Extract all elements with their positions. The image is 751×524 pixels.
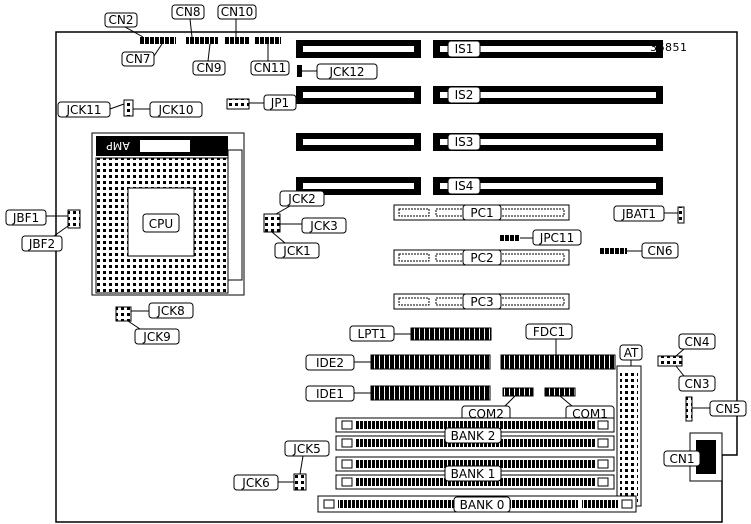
jck1-label: JCK1 — [282, 244, 310, 258]
ide1-connector: IDE1 — [305, 385, 491, 402]
cn10-label: CN10 — [221, 5, 254, 19]
at-label: AT — [624, 346, 639, 360]
jck9-label: JCK9 — [142, 330, 170, 344]
drawing-reference-number: 36851 — [650, 41, 688, 54]
jck6-label: JCK6 — [241, 476, 269, 490]
cn8-label: CN8 — [176, 5, 201, 19]
isa-slot-label: IS3 — [455, 135, 474, 149]
cn2-label: CN2 — [109, 13, 134, 27]
cn5-label: CN5 — [716, 402, 741, 416]
jck10-label: JCK10 — [157, 103, 193, 117]
cpu-label: CPU — [149, 217, 173, 231]
cn5-connector: CN5 — [685, 396, 747, 422]
cn6-connector: CN6 — [599, 242, 679, 259]
memory-bank-0: BANK 0 — [317, 495, 637, 513]
isa-slot-2: IS2 — [296, 86, 663, 104]
jbat1-jumper: JBAT1 — [613, 205, 685, 224]
jck2-label: JCK2 — [287, 192, 315, 206]
jck11-label: JCK11 — [65, 103, 101, 117]
cpu-socket: AMP CPU — [91, 132, 245, 296]
bank-1-label: BANK 1 — [451, 467, 496, 481]
isa-slots: IS1 IS2 IS3 IS4 — [296, 40, 663, 195]
jp1-label: JP1 — [270, 96, 289, 110]
jpc11-jumper: JPC11 — [500, 229, 582, 246]
cn2-connector: CN2 — [104, 12, 160, 44]
lpt1-label: LPT1 — [358, 327, 387, 341]
isa-slot-label: IS1 — [455, 42, 474, 56]
lpt1-connector: LPT1 — [349, 325, 492, 342]
cn3-label: CN3 — [685, 377, 710, 391]
pci-slot-label: PC3 — [470, 295, 493, 309]
cn11-connector: CN11 — [250, 37, 290, 76]
cn1-label: CN1 — [670, 452, 695, 466]
ide2-connector: IDE2 — [305, 354, 491, 371]
ide2-label: IDE2 — [316, 356, 344, 370]
jck10-jck11-jumpers: JCK11 JCK10 — [57, 99, 203, 118]
cn1-connector: CN1 — [663, 432, 723, 482]
pci-slot-3: PC3 — [393, 293, 570, 310]
jck8-jck9-jumpers: JCK8 JCK9 — [115, 302, 194, 345]
isa-slot-3: IS3 — [296, 133, 663, 151]
bank-2-label: BANK 2 — [451, 429, 496, 443]
cn3-cn4-connectors: CN4 CN3 — [657, 333, 716, 392]
jck12-jumper: JCK12 — [297, 63, 378, 80]
pci-slot-1: PC1 — [393, 204, 570, 221]
jck3-label: JCK3 — [309, 219, 337, 233]
jbf1-label: JBF1 — [12, 211, 39, 225]
cn6-label: CN6 — [648, 244, 673, 258]
memory-bank-1: BANK 1 — [335, 456, 615, 490]
pci-slot-2: PC2 — [393, 249, 570, 266]
jp1-jumper: JP1 — [226, 94, 297, 111]
jck12-label: JCK12 — [328, 65, 364, 79]
jck5-jck6-jumpers: JCK5 JCK6 — [233, 440, 330, 491]
socket-brand: AMP — [106, 139, 130, 152]
at-power-connector: AT — [616, 344, 643, 507]
cn7-connector: CN7 — [121, 37, 176, 67]
isa-slot-4: IS4 — [296, 177, 663, 195]
jck5-label: JCK5 — [292, 442, 320, 456]
jbat1-label: JBAT1 — [621, 207, 656, 221]
jbf2-label: JBF2 — [28, 237, 55, 251]
cn4-label: CN4 — [685, 335, 710, 349]
cn8-connector: CN8 — [171, 4, 205, 44]
isa-slot-label: IS2 — [455, 88, 474, 102]
isa-slot-label: IS4 — [455, 179, 474, 193]
cn7-label: CN7 — [126, 52, 151, 66]
cn9-label: CN9 — [197, 61, 222, 75]
pci-slot-label: PC2 — [470, 251, 493, 265]
cn9-connector: CN9 — [192, 37, 226, 76]
bank-0-label: BANK 0 — [460, 498, 505, 512]
fdc1-label: FDC1 — [533, 325, 565, 339]
fdc1-connector: FDC1 — [500, 323, 616, 370]
isa-slot-1: IS1 — [296, 40, 663, 58]
jbf-jumpers: JBF1 JBF2 — [5, 209, 81, 252]
cn10-connector: CN10 — [217, 4, 257, 44]
jck8-label: JCK8 — [156, 304, 184, 318]
memory-bank-2: BANK 2 — [335, 417, 615, 451]
jpc11-label: JPC11 — [539, 231, 574, 245]
pci-slot-label: PC1 — [470, 206, 493, 220]
jck1-jck2-jck3-jumpers: JCK2 JCK3 JCK1 — [263, 190, 347, 259]
cn11-label: CN11 — [254, 61, 287, 75]
ide1-label: IDE1 — [316, 387, 344, 401]
